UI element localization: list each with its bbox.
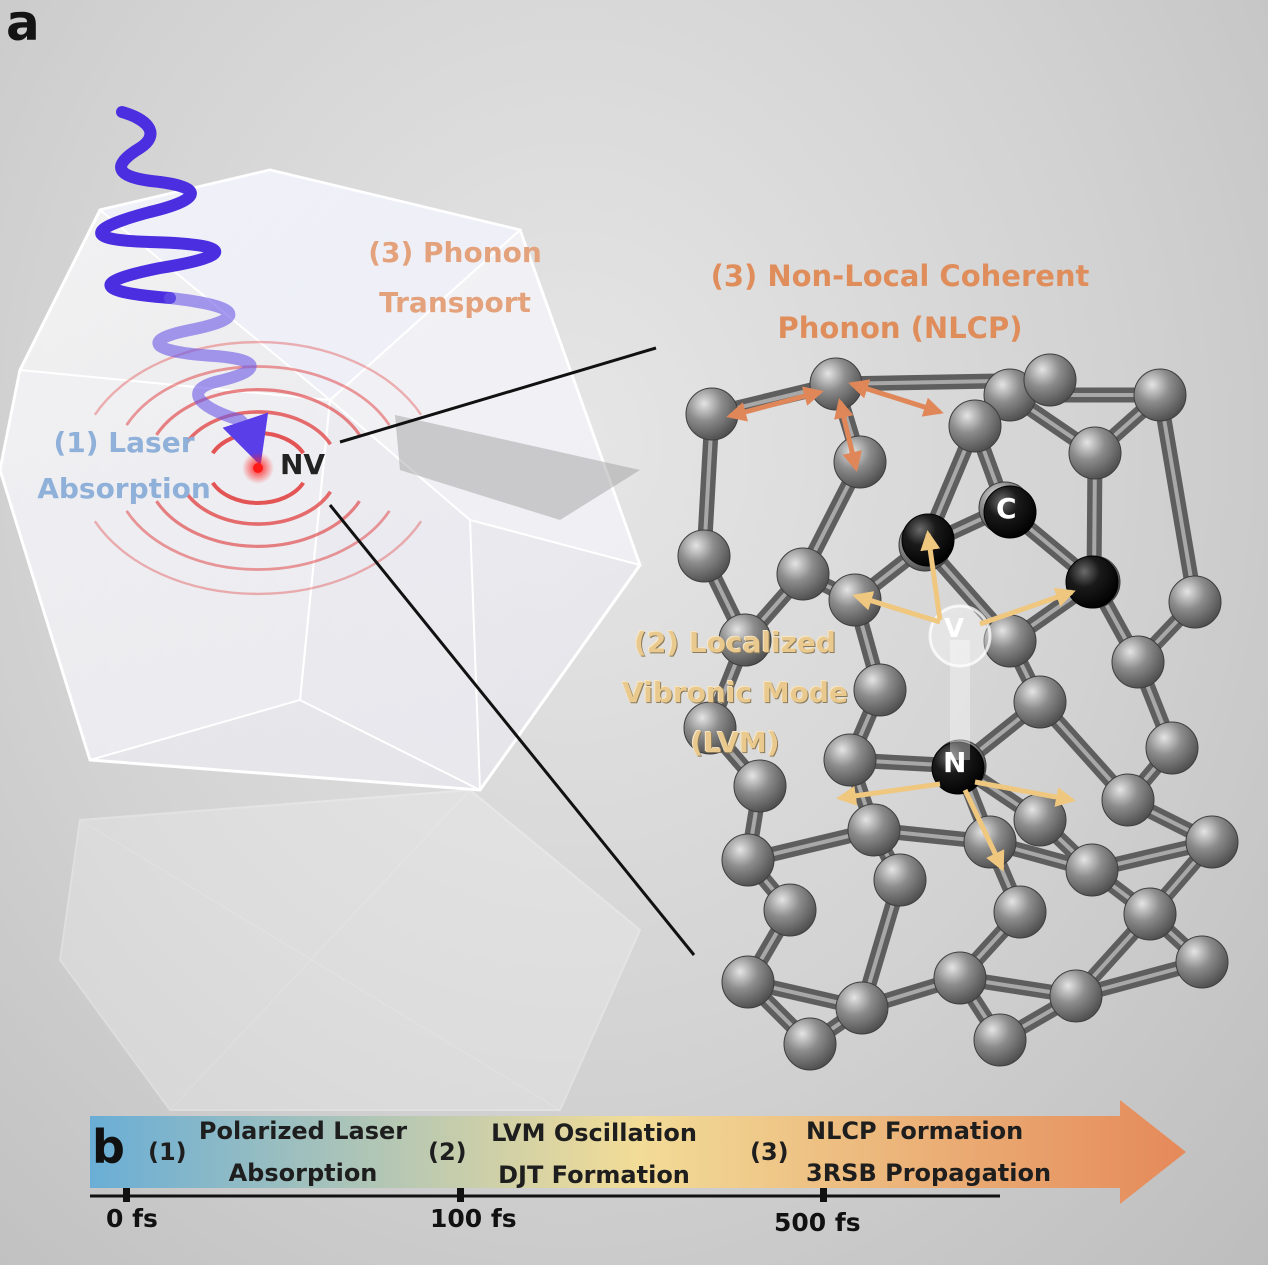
carbon-atom bbox=[993, 885, 1047, 939]
carbon-atom bbox=[1145, 721, 1199, 775]
crystal-reflection bbox=[58, 788, 642, 1111]
step-1-text: Polarized Laser Absorption bbox=[196, 1110, 410, 1194]
carbon-atom bbox=[721, 955, 775, 1009]
labeled-carbon-atom bbox=[983, 485, 1037, 539]
transport-label-line: (3) Phonon bbox=[368, 236, 542, 269]
phonon-ring bbox=[93, 340, 423, 416]
lvm-label: (2) Localized Vibronic Mode (LVM) bbox=[600, 618, 870, 768]
phonon-ring bbox=[211, 481, 305, 505]
carbon-atom bbox=[776, 547, 830, 601]
carbon-atom bbox=[718, 613, 772, 667]
tick-100fs bbox=[457, 1188, 464, 1202]
carbon-atom bbox=[677, 529, 731, 583]
zoom-lines bbox=[328, 346, 696, 956]
carbon-atom bbox=[847, 803, 901, 857]
panel-b-label: b bbox=[92, 1120, 125, 1174]
panel-a-label: a bbox=[6, 0, 40, 52]
carbon-atom bbox=[1123, 887, 1177, 941]
carbon-atom bbox=[833, 435, 887, 489]
phonon-ring bbox=[125, 365, 391, 426]
diamond-crystal bbox=[0, 168, 642, 792]
step-3-number: (3) bbox=[750, 1138, 789, 1166]
tick-label-500fs: 500 fs bbox=[774, 1208, 861, 1237]
phonon-ring bbox=[155, 500, 361, 548]
nlcp-label: (3) Non-Local Coherent Phonon (NLCP) bbox=[690, 250, 1110, 354]
tick-label-0fs: 0 fs bbox=[106, 1204, 158, 1233]
nlcp-label-line: Phonon (NLCP) bbox=[777, 311, 1023, 345]
defect-carbon-atom bbox=[1065, 555, 1119, 609]
carbon-atom bbox=[1101, 773, 1155, 827]
carbon-atom bbox=[1065, 843, 1119, 897]
laser-wave bbox=[95, 106, 274, 484]
carbon-atom bbox=[1013, 675, 1067, 729]
carbon-atom bbox=[1013, 793, 1067, 847]
laser-label-line: Absorption bbox=[37, 472, 211, 505]
nitrogen-atom bbox=[931, 741, 985, 795]
carbon-atom bbox=[1168, 575, 1222, 629]
carbon-atom bbox=[835, 981, 889, 1035]
step-3-line: NLCP Formation bbox=[806, 1117, 1024, 1145]
lvm-label-line: (LVM) bbox=[690, 726, 780, 759]
tick-label-100fs: 100 fs bbox=[430, 1204, 517, 1233]
step-1-line: Absorption bbox=[228, 1159, 378, 1187]
step-2-line: DJT Formation bbox=[498, 1161, 690, 1189]
phonon-ring bbox=[184, 490, 332, 526]
lvm-arrows bbox=[836, 530, 1076, 872]
nlcp-label-line: (3) Non-Local Coherent bbox=[710, 259, 1090, 293]
carbon-atom bbox=[783, 1017, 837, 1071]
carbon-atom bbox=[873, 853, 927, 907]
laser-label-line: (1) Laser bbox=[53, 426, 195, 459]
nv-center-label: NV bbox=[280, 448, 326, 481]
vacancy-label: V bbox=[944, 614, 965, 644]
lvm-label-line: (2) Localized bbox=[634, 626, 836, 659]
carbon-atom bbox=[1068, 426, 1122, 480]
step-2-text: LVM Oscillation DJT Formation bbox=[482, 1112, 706, 1196]
carbon-atom bbox=[1049, 969, 1103, 1023]
phonon-ring bbox=[125, 510, 391, 571]
carbon-atom bbox=[983, 614, 1037, 668]
phonon-ring bbox=[93, 520, 423, 596]
vacancy-site bbox=[928, 604, 992, 668]
carbon-atom bbox=[1175, 935, 1229, 989]
step-2-line: LVM Oscillation bbox=[491, 1119, 697, 1147]
carbon-atom bbox=[973, 1013, 1027, 1067]
step-2-number: (2) bbox=[428, 1138, 467, 1166]
phonon-transport-label: (3) Phonon Transport bbox=[350, 228, 560, 328]
carbon-atom bbox=[1023, 353, 1077, 407]
lattice-bond bbox=[1158, 393, 1197, 604]
phonon-rings bbox=[93, 340, 423, 596]
step-1-number: (1) bbox=[148, 1138, 187, 1166]
timeline bbox=[90, 1100, 1186, 1204]
carbon-atom bbox=[853, 663, 907, 717]
laser-absorption-label: (1) Laser Absorption bbox=[24, 420, 224, 512]
carbon-atom bbox=[721, 833, 775, 887]
carbon-atom bbox=[1133, 368, 1187, 422]
carbon-atom bbox=[763, 883, 817, 937]
carbon-atom bbox=[1111, 635, 1165, 689]
nitrogen-atom-label: N bbox=[943, 746, 967, 779]
phonon-ring bbox=[184, 410, 332, 446]
phonon-ring bbox=[155, 388, 361, 436]
step-3-line: 3RSB Propagation bbox=[806, 1159, 1052, 1187]
transport-label-line: Transport bbox=[379, 286, 531, 319]
tick-0fs bbox=[123, 1188, 130, 1202]
tick-500fs bbox=[820, 1188, 827, 1202]
carbon-atom-label: C bbox=[996, 492, 1017, 525]
nlcp-arrows bbox=[726, 379, 944, 472]
carbon-atom bbox=[683, 701, 737, 755]
carbon-atom bbox=[733, 759, 787, 813]
carbon-atom bbox=[948, 399, 1002, 453]
carbon-atom bbox=[933, 951, 987, 1005]
vacancy-bond bbox=[950, 640, 970, 760]
carbon-atom bbox=[1185, 815, 1239, 869]
step-3-text: NLCP Formation 3RSB Propagation bbox=[806, 1110, 1064, 1194]
step-1-line: Polarized Laser bbox=[198, 1117, 408, 1145]
lvm-label-line: Vibronic Mode bbox=[622, 676, 848, 709]
